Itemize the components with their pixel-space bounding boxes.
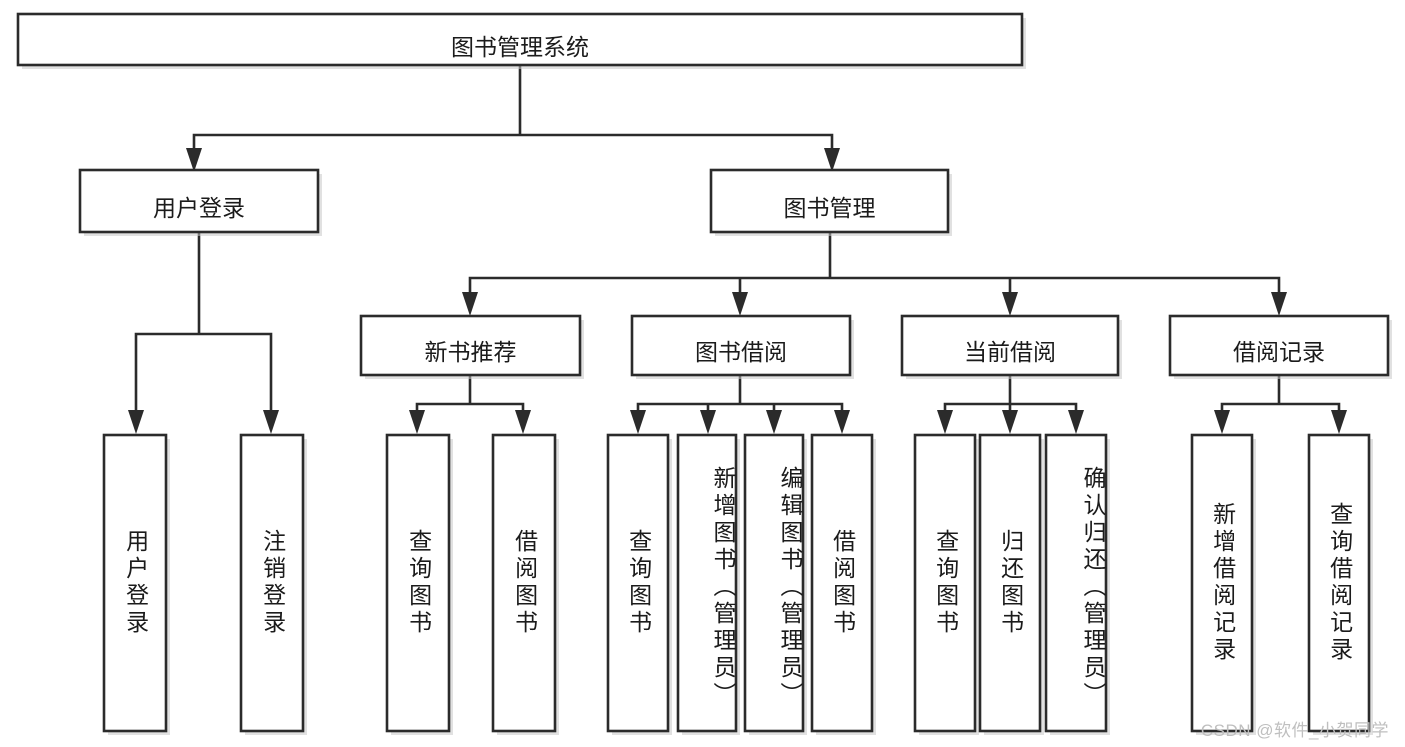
leaf-box[interactable] (385, 433, 451, 733)
connectors-root-to-level2 (186, 63, 840, 172)
connector-book-manage-split (468, 230, 1281, 302)
leaf-box[interactable] (491, 433, 557, 733)
arrow-to-logout-leaf (263, 410, 279, 434)
leaf-box-borrow-records-1[interactable] (1190, 433, 1256, 735)
leaf-box[interactable] (102, 433, 168, 733)
node-box-current-borrow[interactable] (900, 314, 1122, 379)
arrow-to-user-login (186, 148, 202, 172)
arrow-to-current-borrow (1002, 292, 1018, 316)
node-box-book-borrow[interactable] (630, 314, 854, 379)
arrow-to-book-borrow (732, 292, 748, 316)
leaf-box[interactable] (913, 433, 977, 733)
leaf-box-book-borrow-4[interactable] (810, 433, 876, 735)
connectors-borrow-records-to-leaves (1214, 373, 1347, 434)
arrow-to-borrow-records (1271, 292, 1287, 316)
leaf-box-current-borrow-1[interactable] (913, 433, 979, 735)
leaf-box-new-book-1[interactable] (385, 433, 453, 735)
leaf-box[interactable] (239, 433, 305, 733)
connectors-user-login-to-leaves (128, 230, 279, 434)
root-box[interactable] (16, 12, 1024, 67)
connector-new-book-split (415, 373, 525, 416)
connector-root-split (192, 63, 834, 162)
current-borrow-box[interactable] (900, 314, 1120, 377)
arrow-to-query-book-3 (937, 410, 953, 434)
leaf-box[interactable] (978, 433, 1042, 733)
leaf-box-borrow-records-2[interactable] (1307, 433, 1373, 735)
connectors-new-book-recommend-to-leaves (409, 373, 531, 434)
leaf-box[interactable] (1190, 433, 1254, 733)
node-box-root[interactable] (16, 12, 1026, 69)
borrow-records-box[interactable] (1168, 314, 1390, 377)
leaf-box[interactable] (1044, 433, 1108, 733)
node-box-borrow-records[interactable] (1168, 314, 1392, 379)
leaf-box-book-borrow-1[interactable] (606, 433, 672, 735)
leaf-box[interactable] (1307, 433, 1371, 733)
connectors-book-manage-to-level3 (462, 230, 1287, 316)
leaf-box-book-borrow-2[interactable] (676, 433, 740, 735)
leaf-box-current-borrow-3[interactable] (1044, 433, 1110, 735)
new-book-recommend-box[interactable] (359, 314, 582, 377)
leaf-box[interactable] (810, 433, 874, 733)
arrow-to-confirm-return (1068, 410, 1084, 434)
leaf-box[interactable] (743, 433, 805, 733)
leaf-box-book-borrow-3[interactable] (743, 433, 807, 735)
node-box-book-manage[interactable] (709, 168, 952, 236)
node-box-user-login[interactable] (78, 168, 322, 236)
arrow-to-return-book (1002, 410, 1018, 434)
arrow-to-new-book-recommend (462, 292, 478, 316)
arrow-to-book-manage (824, 148, 840, 172)
leaf-box-user-login-1[interactable] (102, 433, 170, 735)
connector-borrow-records-split (1220, 373, 1341, 416)
connector-current-borrow-split (943, 373, 1078, 416)
leaf-box-current-borrow-2[interactable] (978, 433, 1044, 735)
arrow-to-add-record (1214, 410, 1230, 434)
arrow-to-borrow-book-1 (515, 410, 531, 434)
arrow-to-query-book-2 (630, 410, 646, 434)
connectors-book-borrow-to-leaves (630, 373, 850, 434)
csdn-watermark: CSDN @软件_小贺同学 (1200, 721, 1389, 740)
user-login-box[interactable] (78, 168, 320, 234)
leaf-box-user-login-2[interactable] (239, 433, 307, 735)
connector-user-login-split (134, 230, 273, 414)
arrow-to-query-record (1331, 410, 1347, 434)
book-manage-box[interactable] (709, 168, 950, 234)
leaf-box-new-book-2[interactable] (491, 433, 559, 735)
arrow-to-add-book (700, 410, 716, 434)
connector-book-borrow-split (636, 373, 844, 416)
leaf-box[interactable] (606, 433, 670, 733)
arrow-to-borrow-book-2 (834, 410, 850, 434)
book-borrow-box[interactable] (630, 314, 852, 377)
arrow-to-edit-book (766, 410, 782, 434)
arrow-to-user-login-leaf (128, 410, 144, 434)
arrow-to-query-book-1 (409, 410, 425, 434)
node-box-new-book-recommend[interactable] (359, 314, 584, 379)
leaf-box[interactable] (676, 433, 738, 733)
connectors-current-borrow-to-leaves (937, 373, 1084, 434)
